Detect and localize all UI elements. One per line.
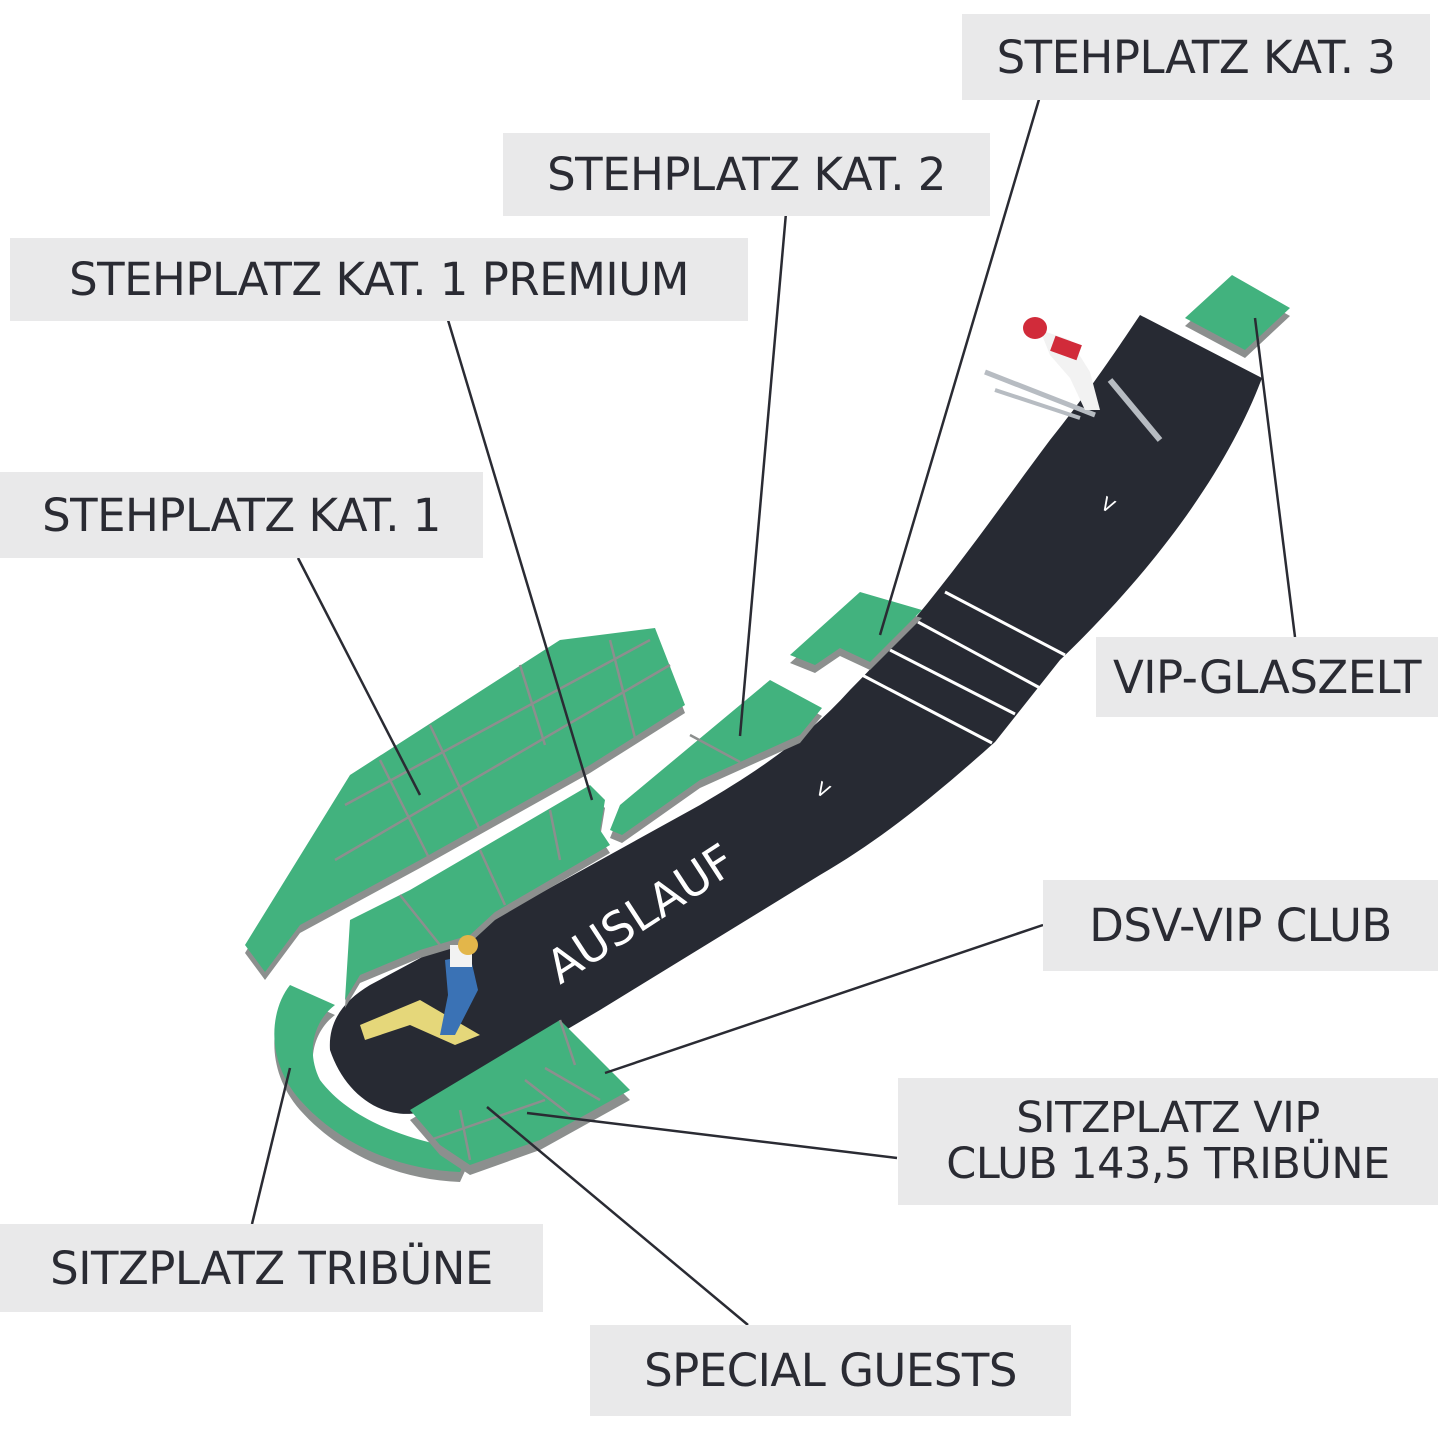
label-stehplatz-kat-1: STEHPLATZ KAT. 1 [0,472,483,558]
label-stehplatz-kat-3-text: STEHPLATZ KAT. 3 [996,30,1396,84]
label-sitzplatz-vip-club: SITZPLATZ VIP CLUB 143,5 TRIBÜNE [898,1078,1438,1205]
label-vip-glaszelt: VIP-GLASZELT [1096,637,1438,717]
label-vip-glaszelt-text: VIP-GLASZELT [1112,650,1422,704]
label-special-guests: SPECIAL GUESTS [590,1325,1071,1416]
block-vip-cluster [410,1019,630,1175]
label-special-guests-text: SPECIAL GUESTS [644,1344,1017,1397]
track-markings [861,590,1066,745]
track-outrun [329,315,1262,1114]
block-vip-glaszelt [1185,275,1290,358]
seating-blocks [245,275,1290,1182]
label-stehplatz-kat-3: STEHPLATZ KAT. 3 [962,14,1430,100]
label-sitzplatz-vip-club-line1: SITZPLATZ VIP [1016,1093,1320,1144]
block-stehplatz-kat-1-premium [345,785,610,1008]
block-stehplatz-kat-2 [610,680,822,843]
label-stehplatz-kat-2: STEHPLATZ KAT. 2 [503,133,990,216]
ski-jumper-flying [984,317,1163,442]
leader-lines [250,95,1297,1326]
label-stehplatz-kat-1-premium: STEHPLATZ KAT. 1 PREMIUM [10,238,748,321]
label-sitzplatz-vip-club-line2: CLUB 143,5 TRIBÜNE [946,1138,1390,1189]
label-stehplatz-kat-1-premium-text: STEHPLATZ KAT. 1 PREMIUM [69,253,689,306]
label-sitzplatz-tribuene-text: SITZPLATZ TRIBÜNE [50,1241,493,1295]
block-stehplatz-kat-1 [245,628,685,980]
label-dsv-vip-club-text: DSV-VIP CLUB [1089,899,1392,952]
label-dsv-vip-club: DSV-VIP CLUB [1043,880,1438,971]
label-stehplatz-kat-2-text: STEHPLATZ KAT. 2 [547,148,946,201]
block-stehplatz-kat-3 [790,592,922,673]
label-stehplatz-kat-1-text: STEHPLATZ KAT. 1 [42,488,441,542]
ski-jumper-landed [360,935,480,1045]
label-sitzplatz-tribuene: SITZPLATZ TRIBÜNE [0,1224,543,1312]
